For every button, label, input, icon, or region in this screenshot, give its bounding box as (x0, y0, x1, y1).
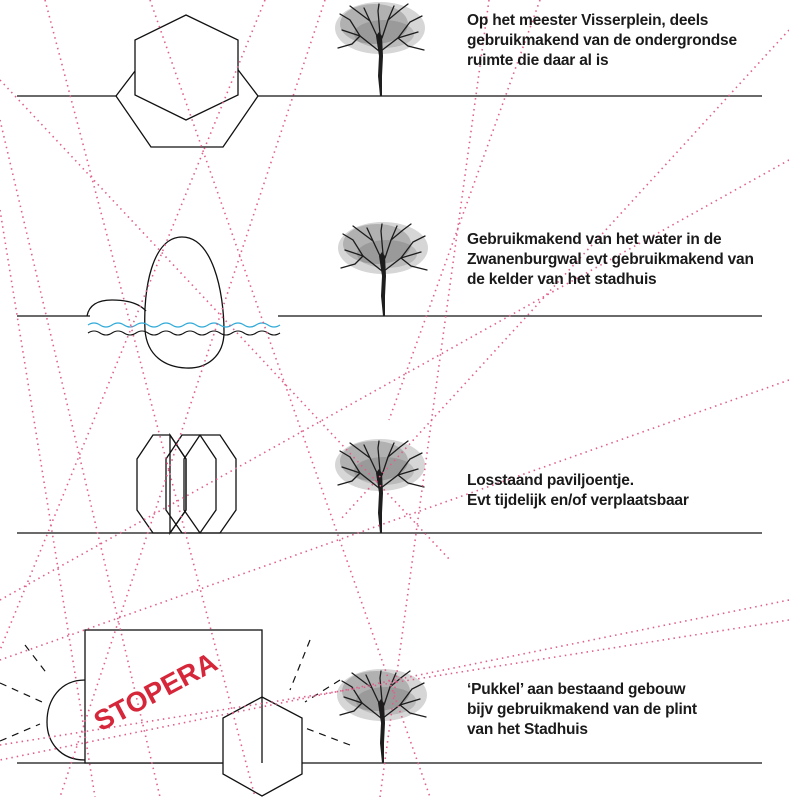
row-4-scene (0, 629, 762, 797)
fold-panel-3 (183, 434, 237, 534)
fold-panel-2 (169, 432, 187, 536)
row-3-scene (17, 432, 762, 536)
tree-icon (334, 1, 426, 97)
half-dome-annex (46, 679, 86, 761)
fold-panel-1 (136, 434, 187, 534)
water-wave-2 (87, 330, 281, 336)
row-1-scene (17, 1, 762, 148)
water-wave-1 (87, 322, 281, 328)
caption-row-3: Losstaand paviljoentje. Evt tijdelijk en… (467, 472, 689, 509)
egg-pavilion (144, 236, 225, 369)
inner-hexagon (134, 14, 239, 121)
row-2-scene (17, 221, 762, 369)
fold-panel-4 (165, 434, 217, 534)
caption-row-4: ‘Pukkel’ aan bestaand gebouw bijv gebrui… (467, 681, 697, 738)
caption-row-1: Op het meester Visserplein, deels gebrui… (467, 12, 737, 69)
tree-icon (337, 221, 429, 317)
caption-row-2: Gebruikmakend van het water in de Zwanen… (467, 231, 754, 288)
small-dome (86, 299, 147, 317)
tree-icon (336, 668, 428, 764)
